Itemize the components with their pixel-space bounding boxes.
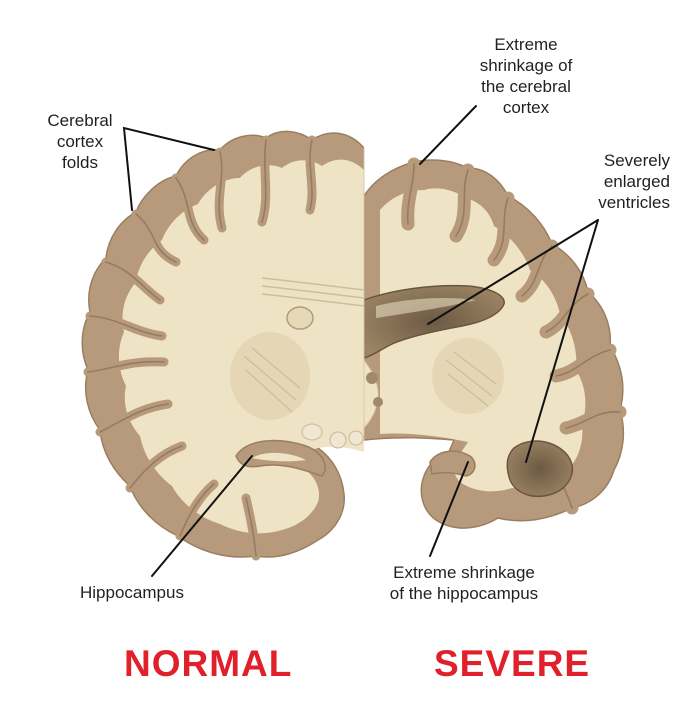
label-cerebral-cortex-folds: Cerebral cortex folds <box>47 111 113 172</box>
severe-temporal-horn <box>506 440 573 498</box>
normal-corpus-callosum <box>261 277 364 307</box>
normal-hemisphere <box>81 130 364 561</box>
title-severe: SEVERE <box>434 643 591 684</box>
label-hippocampus-shrinkage: Extreme shrinkage of the hippocampus <box>389 563 539 603</box>
severe-basal-ganglia <box>432 338 504 414</box>
severe-hemisphere <box>364 157 627 529</box>
severe-hippocampus <box>429 450 476 477</box>
label-hippocampus: Hippocampus <box>80 583 184 602</box>
pointer-ventricles-lower <box>525 219 599 463</box>
pointer-cortex-folds <box>122 126 215 211</box>
pointer-lines <box>122 105 599 577</box>
title-normal: NORMAL <box>124 643 293 684</box>
pointer-hippocampus <box>151 455 253 577</box>
severe-white-matter <box>380 188 586 492</box>
pointer-hippocampus-shrinkage <box>429 461 469 557</box>
pointer-cortex-shrinkage <box>419 105 477 165</box>
pointer-ventricles-upper <box>427 219 599 325</box>
normal-basal-ganglia <box>230 332 310 420</box>
normal-ventricle <box>286 306 314 330</box>
label-cortex-shrinkage: Extreme shrinkage of the cerebral cortex <box>479 35 573 117</box>
label-enlarged-ventricles: Severely enlarged ventricles <box>598 151 670 212</box>
